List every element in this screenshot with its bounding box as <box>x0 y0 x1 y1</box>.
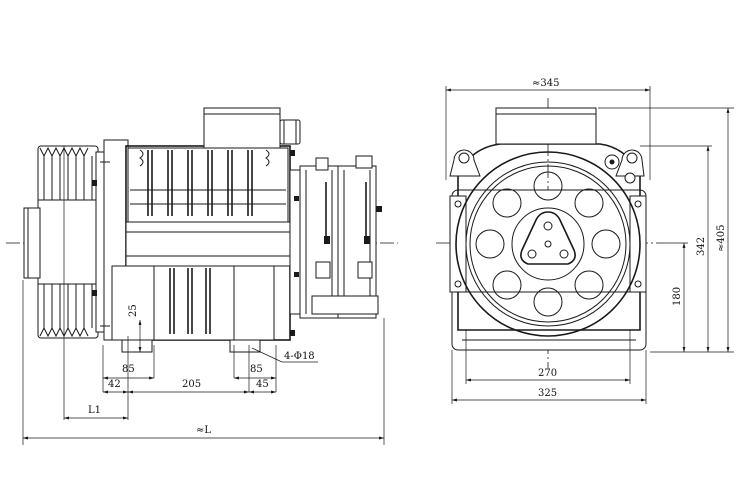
side-dimensions: 25 85 85 4-Φ18 42 205 45 L1 ≈L <box>22 280 385 445</box>
dim-45: 45 <box>256 379 269 390</box>
outer-ring <box>455 151 641 337</box>
front-terminal-box <box>495 107 597 145</box>
motor-housing <box>111 145 291 353</box>
dim-180: 180 <box>672 287 683 306</box>
bolt-circles <box>475 171 621 317</box>
dim-holes: 4-Φ18 <box>284 351 315 362</box>
lifting-lugs <box>449 149 645 184</box>
dim-342: 342 <box>696 237 707 256</box>
side-view <box>6 107 398 420</box>
dim-25: 25 <box>128 304 139 317</box>
brake-assembly <box>289 155 382 319</box>
terminal-box <box>203 107 301 149</box>
dim-L1: L1 <box>88 405 101 416</box>
dim-345: ≈345 <box>532 78 559 89</box>
front-dimensions: ≈345 ≈405 342 180 270 325 <box>445 78 734 404</box>
traction-sheave <box>23 145 105 339</box>
dim-205: 205 <box>182 379 201 390</box>
dim-42: 42 <box>108 379 121 390</box>
center-hub <box>520 211 576 265</box>
dim-85-left: 85 <box>122 364 135 375</box>
housing-bolts <box>92 150 295 336</box>
dim-L: ≈L <box>196 425 211 436</box>
dim-325: 325 <box>538 388 557 399</box>
dim-85-right: 85 <box>250 364 263 375</box>
dim-270: 270 <box>538 368 557 379</box>
dim-405: ≈405 <box>716 225 727 252</box>
front-view <box>436 98 664 368</box>
